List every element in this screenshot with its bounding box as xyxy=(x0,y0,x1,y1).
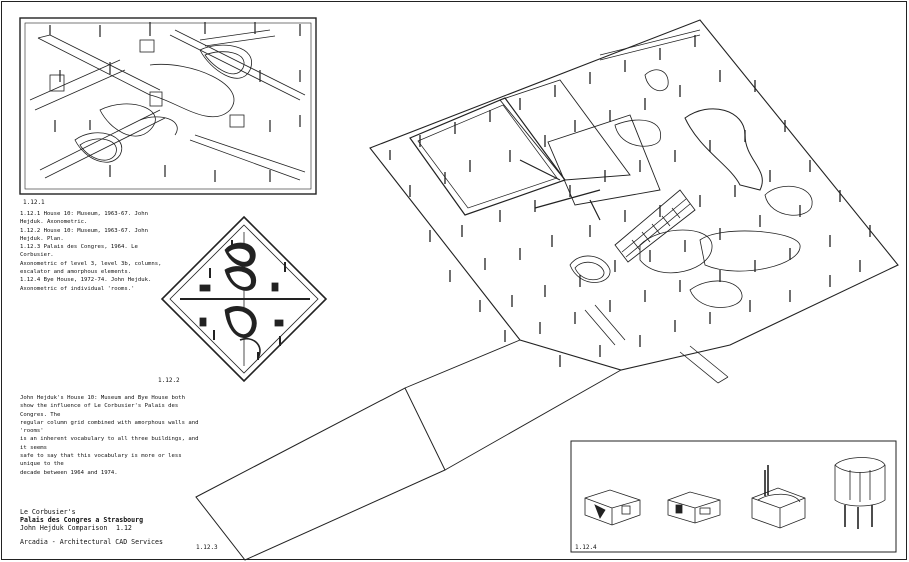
caption-line: 1.12.3 Palais des Congres, 1964. Le Corb… xyxy=(20,244,138,259)
architect-name: Le Corbusier's xyxy=(20,508,76,516)
credit-line: Arcadia - Architectural CAD Services xyxy=(20,538,163,546)
fig-label-3: 1.12.3 xyxy=(196,544,218,551)
caption-line: Hejduk. Axonometric. xyxy=(20,219,88,226)
house10-axonometric xyxy=(19,17,317,195)
house10-plan xyxy=(160,215,328,383)
body-line: John Hejduk's House 10: Museum and Bye H… xyxy=(20,395,186,401)
body-text: John Hejduk's House 10: Museum and Bye H… xyxy=(20,394,200,477)
body-line: safe to say that this vocabulary is more… xyxy=(20,453,182,468)
axonometric-frame xyxy=(19,17,317,195)
body-line: show the influence of Le Corbusier's Pal… xyxy=(20,403,179,418)
caption-line: escalator and amorphous elements. xyxy=(20,269,132,276)
body-line: decade between 1964 and 1974. xyxy=(20,469,118,476)
bye-house-rooms xyxy=(570,440,897,553)
palais-axonometric xyxy=(195,19,899,561)
body-line: is an inherent vocabulary to all three b… xyxy=(20,436,199,451)
fig-label-1: 1.12.1 xyxy=(23,199,45,206)
caption-line: 1.12.4 Bye House, 1972-74. John Hejduk. xyxy=(20,277,152,284)
caption-line: Hejduk. Plan. xyxy=(20,235,64,242)
sheet-number: 1.12 xyxy=(116,524,132,532)
fig-label-4: 1.12.4 xyxy=(575,544,597,551)
caption-line: 1.12.1 House 10: Museum, 1963-67. John xyxy=(20,211,148,217)
caption-line: Axonometric of individual 'rooms.' xyxy=(20,285,135,292)
caption-line: 1.12.2 House 10: Museum, 1963-67. John xyxy=(20,227,148,234)
body-line: regular column grid combined with amorph… xyxy=(20,419,199,435)
project-subtitle: John Hejduk Comparison xyxy=(20,524,108,532)
caption-line: Axonometric of level 3, level 3b, column… xyxy=(20,260,162,267)
project-title: Palais des Congres a Strasbourg xyxy=(20,516,144,524)
fig-label-2: 1.12.2 xyxy=(158,377,180,384)
title-block: Le Corbusier's Palais des Congres a Stra… xyxy=(20,508,180,546)
captions: 1.12.1 House 10: Museum, 1963-67. John H… xyxy=(20,210,170,293)
